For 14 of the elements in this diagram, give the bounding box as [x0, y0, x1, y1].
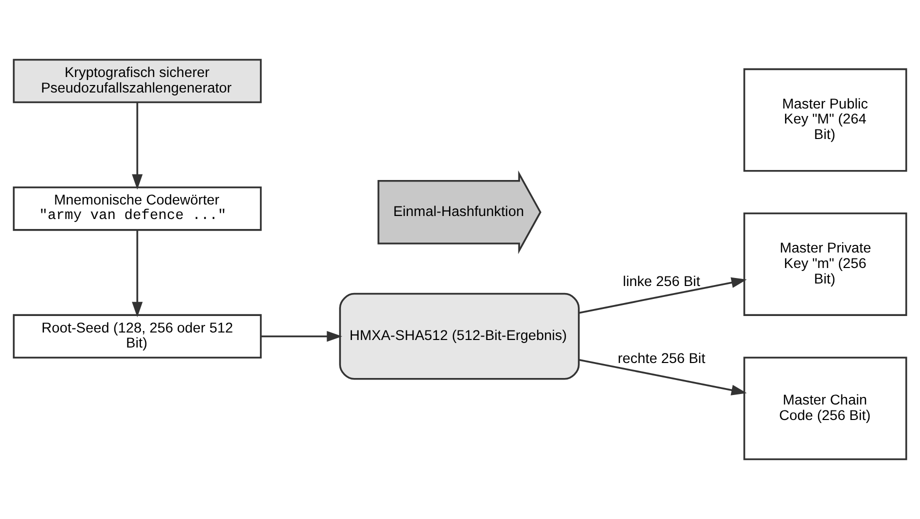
node-box: Kryptografisch sicherer Pseudozufallszahlengenerator: [12, 58, 262, 104]
node-box: Mnemonische Codewörter "army van defence ...": [12, 186, 262, 231]
arrow: [132, 230, 143, 318]
node-box: Root-Seed (128, 256 oder 512 Bit): [12, 314, 262, 358]
node-box: Master Public Key "M" (264 Bit): [743, 68, 908, 172]
arrow: [132, 102, 143, 190]
arrow: [578, 277, 747, 314]
node-box: Master Private Key "m" (256 Bit): [743, 212, 908, 316]
arrow: [261, 330, 342, 342]
node-box: Master Chain Code (256 Bit): [743, 356, 908, 460]
edge-label: rechte 256 Bit: [618, 351, 706, 368]
node-box: HMXA-SHA512 (512-Bit-Ergebnis): [339, 292, 580, 380]
arrow: [578, 358, 747, 396]
edge-label: linke 256 Bit: [622, 274, 700, 290]
